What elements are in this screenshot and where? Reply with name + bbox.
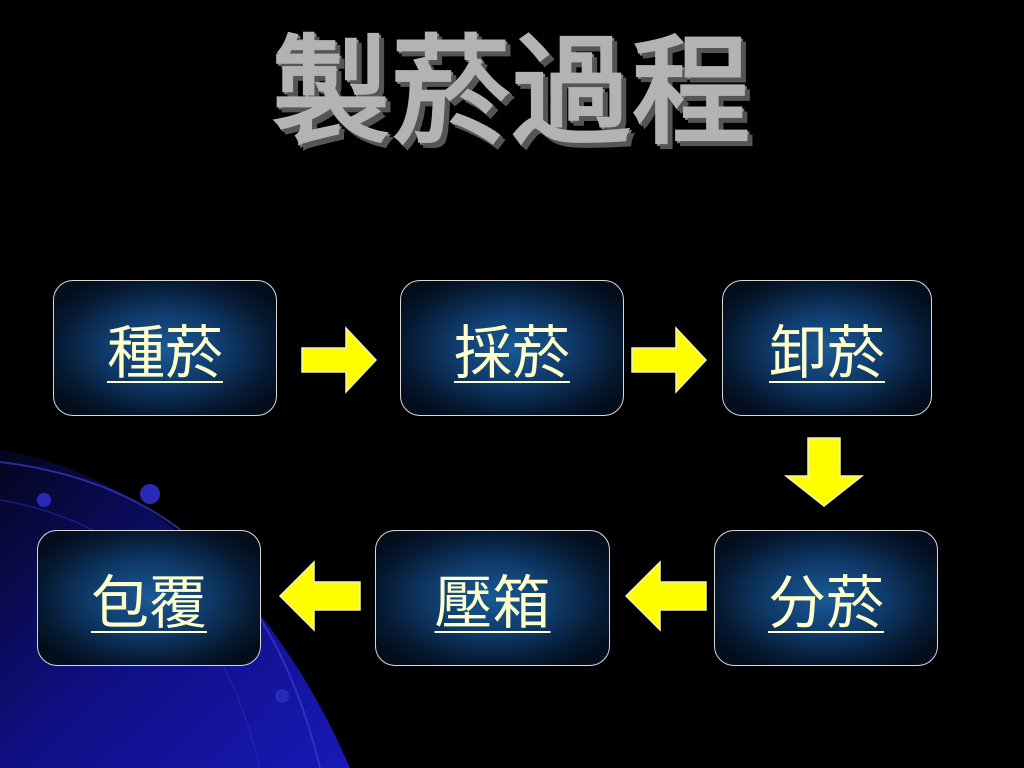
step-box-unloading[interactable]: 卸菸 [722, 280, 932, 416]
step-box-sorting[interactable]: 分菸 [714, 530, 938, 666]
step-link-wrapping[interactable]: 包覆 [90, 569, 207, 637]
swoosh-dot [275, 689, 289, 703]
step-link-pressing[interactable]: 壓箱 [434, 569, 551, 637]
step-link-unloading[interactable]: 卸菸 [768, 319, 885, 387]
step-box-planting[interactable]: 種菸 [53, 280, 277, 416]
step-link-harvesting[interactable]: 採菸 [453, 319, 570, 387]
step-box-wrapping[interactable]: 包覆 [37, 530, 261, 666]
slide-title: 製菸過程 [271, 23, 752, 161]
step-link-sorting[interactable]: 分菸 [767, 569, 884, 637]
swoosh-dot [140, 484, 160, 504]
arrow-right-icon [301, 326, 378, 394]
arrow-left-icon [624, 560, 707, 632]
swoosh-dot [37, 493, 51, 507]
step-box-harvesting[interactable]: 採菸 [400, 280, 624, 416]
arrow-right-icon [631, 326, 708, 394]
arrow-left-icon [278, 560, 361, 632]
step-box-pressing[interactable]: 壓箱 [375, 530, 610, 666]
step-link-planting[interactable]: 種菸 [106, 319, 223, 387]
arrow-down-icon [784, 437, 864, 507]
